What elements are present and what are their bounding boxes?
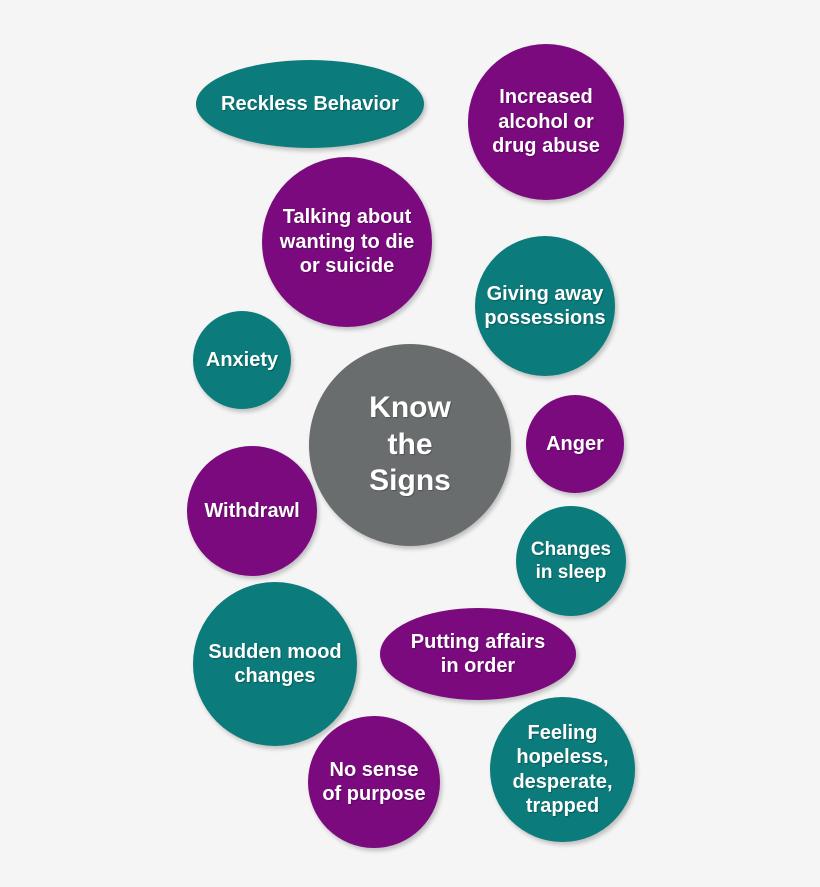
sign-label: Reckless Behavior — [221, 92, 399, 115]
center-title: Know the Signs — [369, 391, 451, 498]
sign-reckless-behavior: Reckless Behavior — [196, 60, 424, 148]
sign-label: Anxiety — [205, 348, 279, 371]
sign-sudden-mood-changes: Sudden mood changes — [193, 582, 357, 746]
sign-talking-about-suicide: Talking about wanting to die or suicide — [262, 157, 432, 327]
sign-putting-affairs-in-order: Putting affairs in order — [380, 608, 576, 700]
sign-feeling-hopeless: Feeling hopeless, desperate, trapped — [490, 697, 635, 842]
sign-no-sense-of-purpose: No sense of purpose — [308, 716, 440, 848]
sign-label: Withdrawl — [204, 499, 300, 522]
sign-anxiety: Anxiety — [193, 311, 291, 409]
sign-label: Changes in sleep — [530, 538, 612, 583]
sign-giving-away-possessions: Giving away possessions — [475, 236, 615, 376]
sign-label: Feeling hopeless, desperate, trapped — [512, 721, 613, 817]
sign-changes-in-sleep: Changes in sleep — [516, 506, 626, 616]
sign-label: Putting affairs in order — [410, 630, 546, 677]
sign-label: Giving away possessions — [484, 282, 606, 329]
sign-label: Talking about wanting to die or suicide — [279, 206, 415, 278]
sign-label: Sudden mood changes — [208, 640, 342, 687]
sign-label: Anger — [546, 432, 604, 455]
sign-label: Increased alcohol or drug abuse — [492, 86, 600, 158]
sign-withdrawl: Withdrawl — [187, 446, 317, 576]
sign-label: No sense of purpose — [322, 758, 426, 805]
sign-anger: Anger — [526, 395, 624, 493]
center-know-the-signs: Know the Signs — [309, 344, 511, 546]
sign-increased-substance-abuse: Increased alcohol or drug abuse — [468, 44, 624, 200]
